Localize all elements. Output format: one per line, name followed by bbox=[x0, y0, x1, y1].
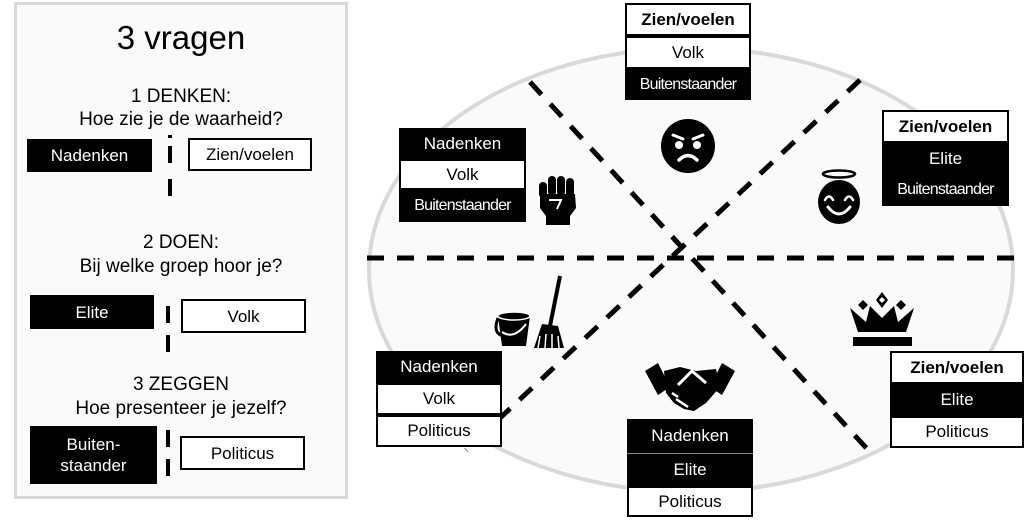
angry-face-icon bbox=[661, 119, 715, 173]
divider-tick bbox=[166, 335, 170, 352]
divider-tick bbox=[166, 306, 170, 323]
bucket-mop-icon bbox=[494, 275, 564, 349]
segment-upper-left-stack: Nadenken Volk Buitenstaander bbox=[399, 128, 526, 222]
stack-cell: Volk bbox=[399, 159, 526, 190]
option-politicus: Politicus bbox=[180, 436, 305, 470]
segment-top-stack: Zien/voelen Volk Buitenstaander bbox=[625, 3, 751, 100]
stack-cell: Buitenstaander bbox=[625, 69, 751, 100]
divider-tick bbox=[166, 459, 170, 476]
stack-cell: Politicus bbox=[890, 416, 1024, 448]
question-2-text: Bij welke groep hoor je? bbox=[79, 256, 283, 277]
option-nadenken: Nadenken bbox=[27, 139, 152, 172]
option-elite: Elite bbox=[30, 295, 154, 329]
divider-tick bbox=[166, 430, 170, 447]
option-zien-voelen: Zien/voelen bbox=[188, 138, 312, 171]
divider-diagonal-1 bbox=[528, 80, 872, 454]
stack-cell: Nadenken bbox=[627, 419, 753, 453]
stack-cell: Zien/voelen bbox=[625, 3, 751, 36]
option-buitenstaander: Buiten- staander bbox=[30, 426, 157, 484]
segment-bottom-stack: Nadenken Elite Politicus bbox=[627, 419, 753, 517]
stack-cell: Politicus bbox=[627, 486, 753, 517]
segment-lower-right-stack: Zien/voelen Elite Politicus bbox=[890, 351, 1024, 448]
angel-face-icon bbox=[818, 169, 860, 224]
stack-cell: Nadenken bbox=[399, 128, 526, 159]
stack-cell: Buitenstaander bbox=[399, 190, 526, 222]
stack-cell: Volk bbox=[625, 36, 751, 69]
stack-cell: Politicus bbox=[376, 415, 502, 447]
stack-cell: Elite bbox=[890, 384, 1024, 416]
segment-lower-left-stack: Nadenken Volk Politicus bbox=[376, 351, 502, 447]
stack-cell: Elite bbox=[882, 143, 1009, 174]
question-3-heading: 3 ZEGGEN bbox=[132, 374, 230, 395]
question-3-text: Hoe presenteer je jezelf? bbox=[75, 398, 287, 419]
divider-diagonal-2 bbox=[464, 78, 862, 452]
divider-tick bbox=[168, 146, 172, 163]
divider-tick bbox=[168, 135, 172, 138]
crown-icon bbox=[850, 292, 914, 346]
handshake-icon bbox=[645, 363, 735, 411]
question-1-heading: 1 DENKEN: bbox=[130, 86, 232, 107]
stack-cell: Buitenstaander bbox=[882, 174, 1009, 206]
stack-cell: Nadenken bbox=[376, 351, 502, 383]
option-volk: Volk bbox=[181, 299, 306, 333]
segment-upper-right-stack: Zien/voelen Elite Buitenstaander bbox=[882, 110, 1009, 206]
question-2-heading: 2 DOEN: bbox=[142, 232, 220, 253]
stack-cell: Volk bbox=[376, 383, 502, 415]
panel-title: 3 vragen bbox=[116, 19, 246, 56]
raised-fist-icon bbox=[539, 176, 576, 225]
question-1-text: Hoe zie je de waarheid? bbox=[79, 109, 283, 130]
stack-cell: Zien/voelen bbox=[890, 351, 1024, 384]
stack-cell: Zien/voelen bbox=[882, 110, 1009, 143]
divider-tick bbox=[168, 179, 172, 196]
stack-cell: Elite bbox=[627, 453, 753, 486]
three-questions-panel: 3 vragen 1 DENKEN: Hoe zie je de waarhei… bbox=[14, 2, 348, 499]
